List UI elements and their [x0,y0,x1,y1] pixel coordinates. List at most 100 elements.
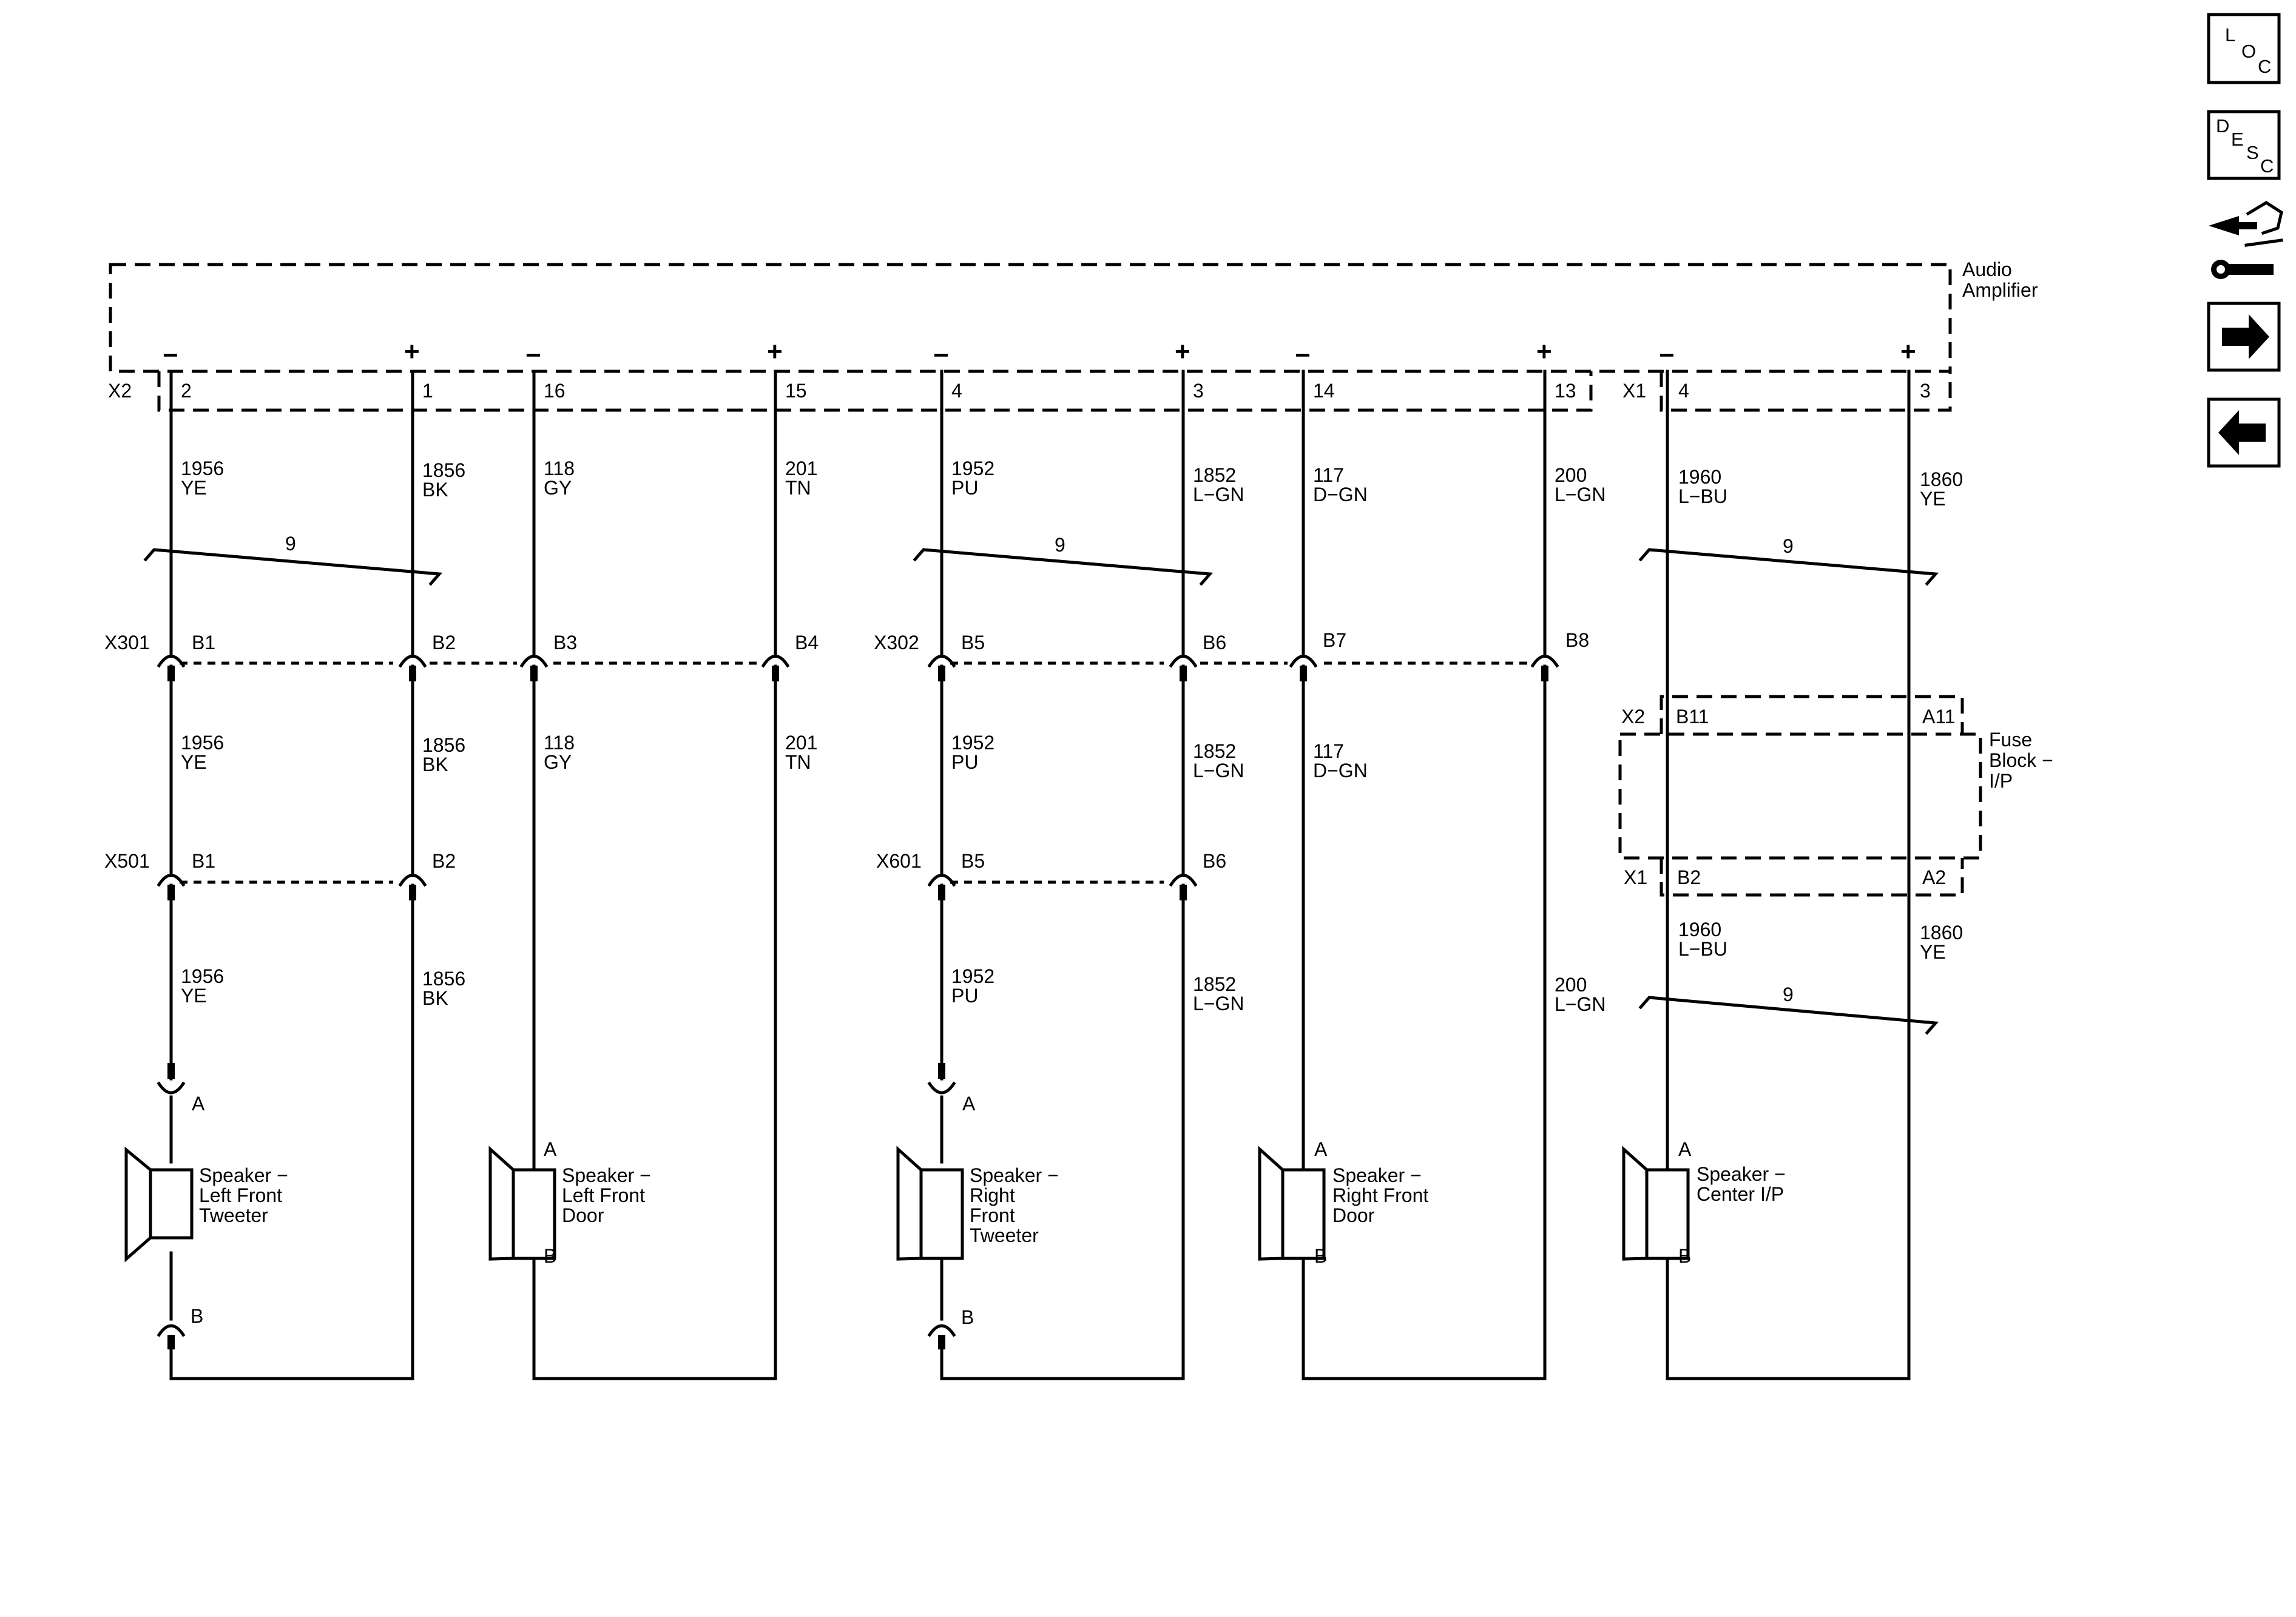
svg-text:1852: 1852 [1193,464,1236,486]
svg-text:Left Front: Left Front [199,1184,282,1206]
svg-text:D−GN: D−GN [1313,484,1368,505]
svg-text:Fuse: Fuse [1989,729,2032,751]
svg-text:201: 201 [785,457,817,479]
fuse-block-ip: X2 X1 Fuse Block − I/P [1618,695,2053,897]
svg-text:L: L [2225,24,2235,46]
svg-text:118: 118 [544,732,575,754]
svg-text:L−GN: L−GN [1555,993,1606,1015]
svg-text:X2: X2 [108,380,132,402]
svg-text:B3: B3 [553,632,577,653]
svg-text:200: 200 [1555,464,1587,486]
svg-text:B: B [961,1306,974,1328]
terminal-b6-x601: B6 [1169,850,1226,900]
svg-text:A11: A11 [1922,706,1956,727]
svg-text:BK: BK [422,754,448,775]
svg-text:PU: PU [951,985,978,1007]
svg-text:A: A [544,1138,557,1160]
svg-text:BK: BK [422,987,448,1009]
twisted-pair-marker-1: 9 [143,533,443,586]
terminal-b8-x302: B8 [1530,629,1589,681]
circuit-1852-l-gn: + 3 1852 L−GN 1852 L−GN 1852 L−GN [1175,337,1244,1380]
svg-text:1852: 1852 [1193,973,1236,995]
svg-text:Speaker −: Speaker − [1697,1163,1786,1185]
svg-text:201: 201 [785,732,817,754]
svg-text:L−BU: L−BU [1678,485,1727,507]
svg-text:B7: B7 [1323,629,1346,651]
terminal-b7-x302: B7 [1289,629,1346,681]
svg-text:Speaker −: Speaker − [199,1164,288,1186]
speaker-right-front-tweeter: Speaker − Right Front Tweeter [896,1146,1059,1261]
svg-text:−: − [525,340,541,370]
circuit-201-tn: + 15 201 TN 201 TN [767,337,817,1380]
arrow-left-icon [2218,410,2266,455]
svg-text:B2: B2 [1677,866,1701,888]
svg-text:Tweeter: Tweeter [970,1224,1039,1246]
location-button[interactable]: L O C [2207,13,2281,84]
svg-text:4: 4 [1678,380,1689,402]
svg-text:9: 9 [1055,534,1065,556]
svg-text:B: B [191,1305,203,1327]
svg-text:L−BU: L−BU [1678,938,1727,960]
svg-text:YE: YE [1920,488,1946,510]
svg-text:YE: YE [181,751,207,773]
svg-text:X302: X302 [874,632,919,653]
svg-text:13: 13 [1555,380,1576,402]
svg-text:Speaker −: Speaker − [562,1164,651,1186]
svg-text:GY: GY [544,751,572,773]
svg-text:1860: 1860 [1920,922,1963,944]
svg-text:L−GN: L−GN [1555,484,1606,505]
terminal-b2-x501: B2 [398,850,456,900]
description-button[interactable]: D E S C [2207,110,2281,180]
svg-text:A: A [192,1093,205,1115]
svg-text:3: 3 [1920,380,1931,402]
svg-text:GY: GY [544,477,572,499]
svg-text:D: D [2216,115,2229,137]
svg-text:+: + [404,337,420,366]
svg-text:I/P: I/P [1989,770,2013,792]
inline-connector-x501: X501 [104,850,393,884]
svg-text:B2: B2 [432,632,456,653]
speaker-icon [896,1146,964,1261]
svg-text:YE: YE [181,477,207,499]
svg-text:+: + [1900,337,1916,366]
connector-wrench-icon[interactable] [2209,201,2283,279]
circuit-1856-bk: + 1 1856 BK 1856 BK 1856 BK [404,337,465,1380]
svg-text:BK: BK [422,479,448,501]
svg-text:X1: X1 [1624,866,1647,888]
svg-text:B1: B1 [192,632,215,653]
next-page-button[interactable] [2207,302,2281,372]
svg-text:TN: TN [785,477,811,499]
twisted-pair-marker-4: 9 [1638,984,1939,1035]
inline-connector-x302: X302 [874,632,1528,665]
svg-text:L−GN: L−GN [1193,484,1244,505]
svg-text:1952: 1952 [951,965,994,987]
speaker-icon [124,1146,194,1263]
svg-text:1856: 1856 [422,459,465,481]
svg-text:1952: 1952 [951,732,994,754]
svg-text:Front: Front [970,1204,1015,1226]
svg-text:X301: X301 [104,632,150,653]
svg-text:1856: 1856 [422,968,465,990]
svg-text:Right: Right [970,1184,1015,1206]
previous-page-button[interactable] [2207,397,2281,468]
svg-text:YE: YE [1920,941,1946,963]
svg-text:1960: 1960 [1678,466,1721,488]
speaker-center-ip: A B Speaker − Center I/P [1622,1138,1786,1267]
svg-text:Door: Door [562,1204,604,1226]
audio-amplifier: Audio Amplifier [109,258,2038,373]
svg-text:B1: B1 [192,850,215,872]
terminal-b4-x301: B4 [761,632,819,681]
inline-connector-x301: X301 [104,632,760,665]
twisted-pair-marker-3: 9 [1638,535,1939,586]
svg-text:200: 200 [1555,974,1587,996]
twisted-pair-marker-2: 9 [913,534,1214,586]
svg-text:9: 9 [1783,984,1794,1005]
svg-text:Tweeter: Tweeter [199,1204,268,1226]
terminal-a-right-tweeter: A [927,1063,976,1115]
svg-text:Left Front: Left Front [562,1184,645,1206]
svg-text:1956: 1956 [181,732,224,754]
svg-text:14: 14 [1313,380,1335,402]
svg-text:A: A [1314,1138,1328,1160]
svg-text:1852: 1852 [1193,740,1236,762]
